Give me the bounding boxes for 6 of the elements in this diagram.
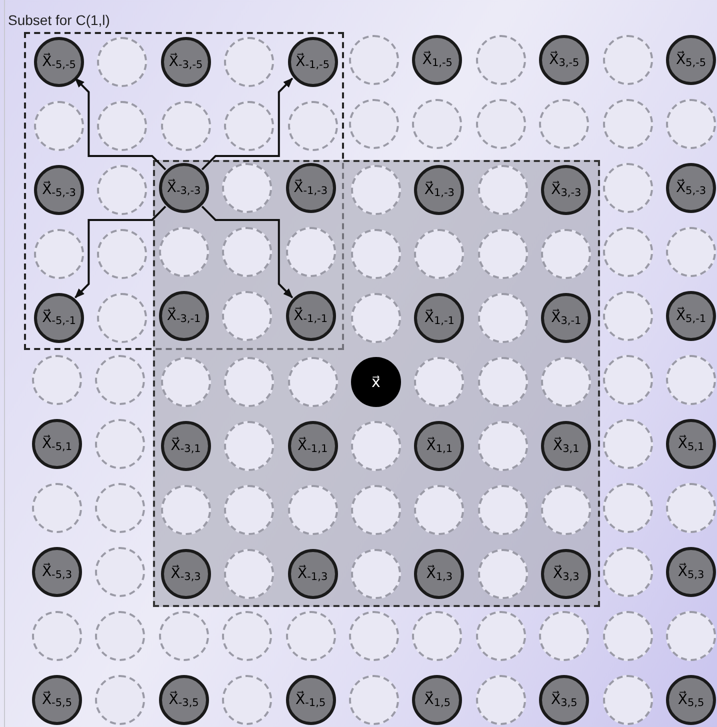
arrow bbox=[74, 78, 166, 170]
arrow bbox=[74, 206, 166, 298]
shaded-region bbox=[153, 160, 600, 607]
region-title: Subset for C(1,l) bbox=[8, 11, 110, 30]
arrow bbox=[201, 206, 294, 298]
arrow bbox=[201, 78, 294, 170]
